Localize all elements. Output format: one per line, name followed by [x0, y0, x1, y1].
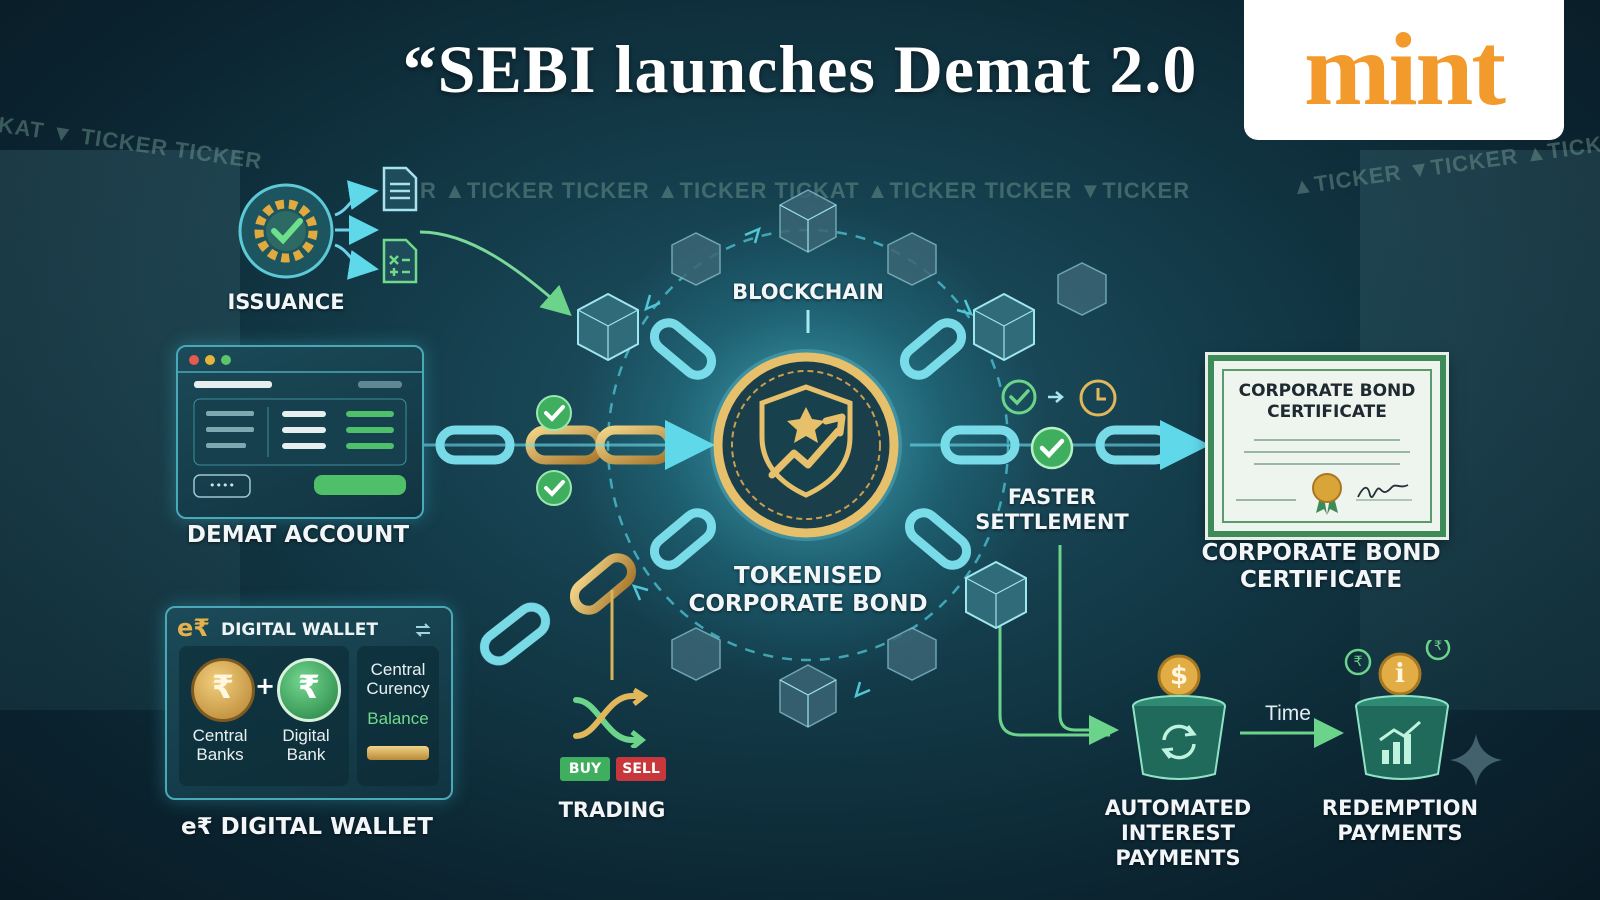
check-badge-icon [536, 470, 572, 506]
dollar-coin-icon: $ [1169, 661, 1189, 691]
digital-wallet-panel: e₹ DIGITAL WALLET ₹ + ₹ Central Banks Di… [165, 606, 453, 800]
signature-icon [1354, 479, 1414, 503]
brand-logo: mint [1304, 12, 1506, 127]
certificate-text-line [1244, 451, 1410, 453]
demat-account-panel: •••• [176, 345, 424, 519]
brand-logo-box: mint [1244, 0, 1564, 140]
tokenised-bond-label-line2: CORPORATE BOND [688, 591, 928, 617]
certificate-border [1222, 369, 1432, 523]
interest-label-line3: PAYMENTS [1115, 846, 1241, 870]
wallet-plus: + [255, 672, 276, 700]
sell-tag: SELL [616, 757, 666, 781]
trading-label: TRADING [558, 798, 666, 822]
shield-star-growth-icon [706, 345, 906, 545]
central-currency-line1: Central [370, 660, 426, 679]
wallet-balance-bar [367, 746, 429, 760]
redemption-label-line2: PAYMENTS [1337, 821, 1463, 845]
central-banks-caption-2: Banks [196, 745, 244, 764]
rupee-small-icon: ₹ [1433, 639, 1443, 654]
document-icon [382, 166, 418, 212]
wallet-settings-icon[interactable] [413, 620, 433, 640]
tokenised-bond-label-line1: TOKENISED [734, 563, 882, 589]
wallet-header-prefix: e₹ [177, 614, 210, 642]
faster-settlement-label-line1: FASTER [1007, 485, 1097, 509]
time-label: Time [1265, 702, 1311, 725]
wallet-balance-label: Balance [367, 709, 429, 728]
redemption-bucket-icon: ₹ ₹ i [1340, 635, 1464, 784]
interest-label-line1: AUTOMATED [1104, 796, 1252, 820]
certificate-title-line2: CERTIFICATE [1267, 402, 1387, 422]
interest-bucket-icon: $ [1124, 654, 1234, 784]
corporate-bond-certificate: CORPORATE BOND CERTIFICATE [1208, 355, 1446, 537]
central-currency-line2: Curency [366, 679, 430, 698]
interest-label-line2: INTEREST [1120, 821, 1236, 845]
demat-dots-button[interactable]: •••• [209, 479, 235, 492]
seal-icon [1310, 471, 1344, 515]
certificate-signature-line [1236, 499, 1296, 501]
digital-bank-caption-2: Bank [286, 745, 326, 764]
settlement-check-icon [1030, 426, 1074, 470]
clock-icon [1078, 378, 1118, 418]
digital-wallet-label: e₹ DIGITAL WALLET [181, 814, 433, 840]
wallet-header-title: DIGITAL WALLET [221, 620, 378, 640]
headline: “SEBI launches Demat 2.0 [402, 31, 1198, 107]
redemption-label-line1: REDEMPTION [1321, 796, 1479, 820]
faster-settlement-label-line2: SETTLEMENT [975, 510, 1129, 534]
check-badge-icon [536, 395, 572, 431]
demat-account-screen [178, 355, 422, 498]
gear-check-icon [238, 183, 334, 279]
certificate-title-line1: CORPORATE BOND [1238, 381, 1416, 401]
central-bank-coin-icon: ₹ [191, 658, 255, 722]
issuance-label: ISSUANCE [227, 290, 345, 314]
certificate-text-line [1254, 439, 1400, 441]
info-coin-icon: i [1395, 659, 1405, 689]
demat-account-label: DEMAT ACCOUNT [186, 522, 410, 548]
blockchain-label: BLOCKCHAIN [732, 280, 884, 304]
certificate-label-line1: CORPORATE BOND [1201, 540, 1441, 566]
check-circle-icon [1000, 378, 1038, 416]
sparkle-icon [1448, 732, 1504, 788]
rupee-small-icon: ₹ [1353, 654, 1363, 670]
digital-bank-caption-1: Digital [282, 726, 330, 745]
certificate-text-line [1254, 463, 1400, 465]
shuffle-trading-icon [572, 687, 656, 750]
certificate-label-line2: CERTIFICATE [1239, 567, 1403, 593]
spreadsheet-icon [382, 238, 418, 284]
buy-tag: BUY [560, 757, 610, 781]
wallet-balance-area [357, 646, 439, 786]
central-banks-caption-1: Central [192, 726, 248, 745]
digital-bank-coin-icon: ₹ [277, 658, 341, 722]
arrow-right-icon [1046, 390, 1066, 404]
